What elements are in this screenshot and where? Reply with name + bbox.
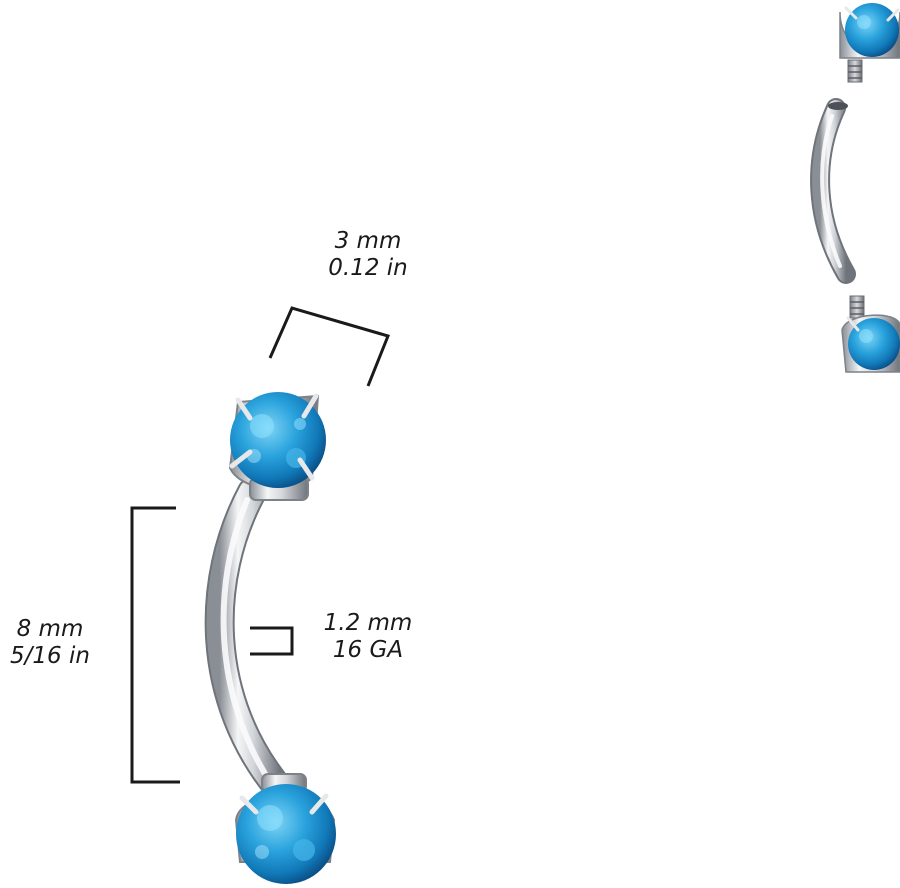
exploded-view — [810, 3, 900, 373]
ball-size-bracket — [268, 306, 391, 387]
gauge-bracket — [250, 626, 294, 656]
bottom-opal-gem — [236, 784, 336, 884]
ball-size-imperial: 0.12 in — [328, 255, 408, 281]
exploded-bar — [810, 98, 856, 284]
exploded-top-ball — [839, 3, 900, 83]
exploded-bottom-ball — [841, 295, 900, 373]
bar-length-imperial: 5/16 in — [10, 643, 90, 669]
bar-thickness-metric: 1.2 mm — [323, 610, 413, 636]
top-opal-gem — [229, 392, 326, 488]
bar-length-label: 8 mm 5/16 in — [0, 616, 100, 670]
length-bracket — [130, 506, 180, 784]
barbell-main — [204, 392, 336, 884]
ball-size-label: 3 mm 0.12 in — [318, 228, 418, 282]
ball-size-metric: 3 mm — [334, 228, 402, 254]
bar-length-metric: 8 mm — [16, 616, 84, 642]
bar-thickness-label: 1.2 mm 16 GA — [318, 610, 418, 664]
bar-thickness-gauge: 16 GA — [332, 637, 404, 663]
